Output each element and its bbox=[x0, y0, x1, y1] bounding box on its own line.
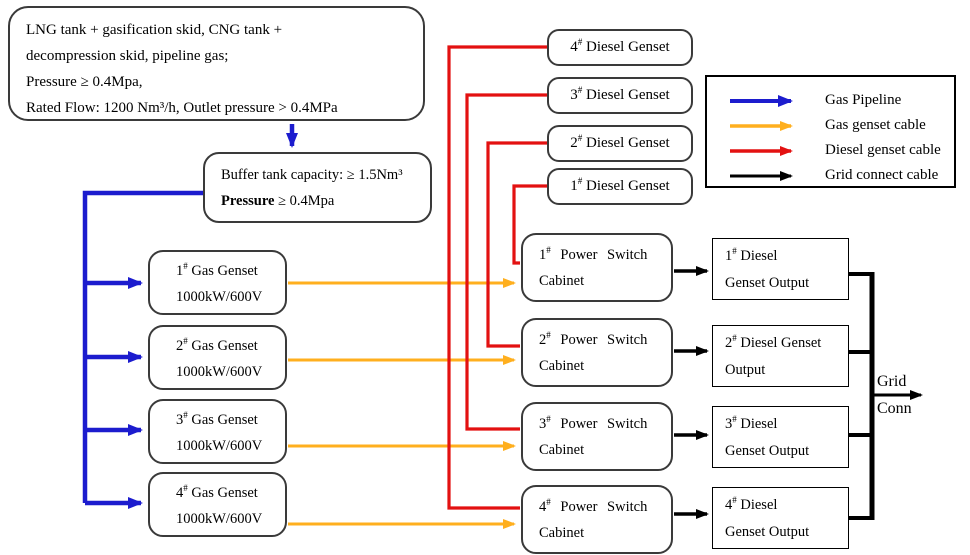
grid-connect-cable-lines bbox=[674, 266, 923, 520]
diesel-genset-2-box: 2# Diesel Genset bbox=[547, 125, 693, 162]
legend-item-gas-pipeline: Gas Pipeline bbox=[707, 88, 954, 113]
power-switch-cabinet-3-box: 3# Power Switch Cabinet bbox=[521, 402, 673, 471]
legend-item-grid-connect-cable: Grid connect cable bbox=[707, 163, 954, 188]
cabinet-subtitle: Cabinet bbox=[539, 358, 585, 374]
cabinet-title: 1# Power Switch bbox=[539, 245, 648, 263]
gas-source-box: LNG tank + gasification skid, CNG tank +… bbox=[8, 6, 425, 121]
grid-connect-cable-arrow-icon bbox=[730, 170, 793, 181]
legend-label: Grid connect cable bbox=[825, 167, 939, 183]
power-switch-cabinet-1-box: 1# Power Switch Cabinet bbox=[521, 233, 673, 302]
power-switch-cabinet-2-box: 2# Power Switch Cabinet bbox=[521, 318, 673, 387]
gas-genset-spec: 1000kW/600V bbox=[176, 438, 263, 454]
output-subtitle: Genset Output bbox=[725, 443, 810, 459]
legend-label: Gas Pipeline bbox=[825, 92, 902, 108]
cabinet-subtitle: Cabinet bbox=[539, 273, 585, 289]
output-subtitle: Genset Output bbox=[725, 524, 810, 540]
legend-item-gas-genset-cable: Gas genset cable bbox=[707, 113, 954, 138]
output-title: 2# Diesel Genset bbox=[725, 333, 822, 351]
diesel-genset-1-box: 1# Diesel Genset bbox=[547, 168, 693, 205]
gas-genset-title: 4# Gas Genset bbox=[176, 483, 258, 501]
diesel-genset-cable-arrow-icon bbox=[730, 145, 793, 156]
gas-genset-spec: 1000kW/600V bbox=[176, 364, 263, 380]
gas-genset-4-box: 4# Gas Genset 1000kW/600V bbox=[148, 472, 287, 537]
gas-genset-title: 2# Gas Genset bbox=[176, 336, 258, 354]
gas-source-line: LNG tank + gasification skid, CNG tank + bbox=[26, 22, 283, 38]
gas-genset-spec: 1000kW/600V bbox=[176, 511, 263, 527]
output-subtitle: Genset Output bbox=[725, 275, 810, 291]
gas-genset-2-box: 2# Gas Genset 1000kW/600V bbox=[148, 325, 287, 390]
diesel-output-3-box: 3# Diesel Genset Output bbox=[712, 406, 849, 468]
grid-connect-label-top: Grid bbox=[877, 373, 907, 390]
gas-genset-3-box: 3# Gas Genset 1000kW/600V bbox=[148, 399, 287, 464]
gas-source-line: Rated Flow: 1200 Nm³/h, Outlet pressure … bbox=[26, 100, 338, 116]
power-switch-cabinet-4-box: 4# Power Switch Cabinet bbox=[521, 485, 673, 554]
gas-source-line: Pressure ≥ 0.4Mpa, bbox=[26, 74, 143, 90]
cabinet-subtitle: Cabinet bbox=[539, 525, 585, 541]
gas-genset-title: 1# Gas Genset bbox=[176, 261, 258, 279]
output-title: 3# Diesel bbox=[725, 414, 778, 432]
gas-genset-spec: 1000kW/600V bbox=[176, 289, 263, 305]
output-title: 4# Diesel bbox=[725, 495, 778, 513]
buffer-pressure-text: Pressure ≥ 0.4Mpa bbox=[221, 193, 335, 209]
buffer-capacity-text: Buffer tank capacity: ≥ 1.5Nm³ bbox=[221, 167, 403, 183]
diesel-output-1-box: 1# Diesel Genset Output bbox=[712, 238, 849, 300]
buffer-tank-box: Buffer tank capacity: ≥ 1.5Nm³ Pressure … bbox=[203, 152, 432, 223]
gas-genset-title: 3# Gas Genset bbox=[176, 410, 258, 428]
legend-box: Gas Pipeline Gas genset cable Diesel gen… bbox=[705, 75, 956, 188]
diesel-genset-3-box: 3# Diesel Genset bbox=[547, 77, 693, 114]
output-title: 1# Diesel bbox=[725, 246, 778, 264]
diesel-genset-4-box: 4# Diesel Genset bbox=[547, 29, 693, 66]
output-subtitle: Output bbox=[725, 362, 766, 378]
cabinet-title: 3# Power Switch bbox=[539, 414, 648, 432]
diesel-output-4-box: 4# Diesel Genset Output bbox=[712, 487, 849, 549]
legend-label: Gas genset cable bbox=[825, 117, 926, 133]
grid-connect-label-bottom: Conn bbox=[877, 400, 912, 417]
legend-item-diesel-genset-cable: Diesel genset cable bbox=[707, 138, 954, 163]
cabinet-title: 4# Power Switch bbox=[539, 497, 648, 515]
cabinet-subtitle: Cabinet bbox=[539, 442, 585, 458]
gas-genset-1-box: 1# Gas Genset 1000kW/600V bbox=[148, 250, 287, 315]
gas-pipeline-arrow-icon bbox=[730, 94, 793, 107]
gas-source-line: decompression skid, pipeline gas; bbox=[26, 48, 229, 64]
gas-genset-cable-lines bbox=[288, 278, 516, 529]
diesel-genset-cable-lines bbox=[447, 45, 550, 510]
cabinet-title: 2# Power Switch bbox=[539, 330, 648, 348]
diesel-output-2-box: 2# Diesel Genset Output bbox=[712, 325, 849, 387]
gas-pipeline-lines bbox=[82, 124, 298, 509]
legend-label: Diesel genset cable bbox=[825, 142, 941, 158]
gas-genset-cable-arrow-icon bbox=[730, 120, 793, 131]
